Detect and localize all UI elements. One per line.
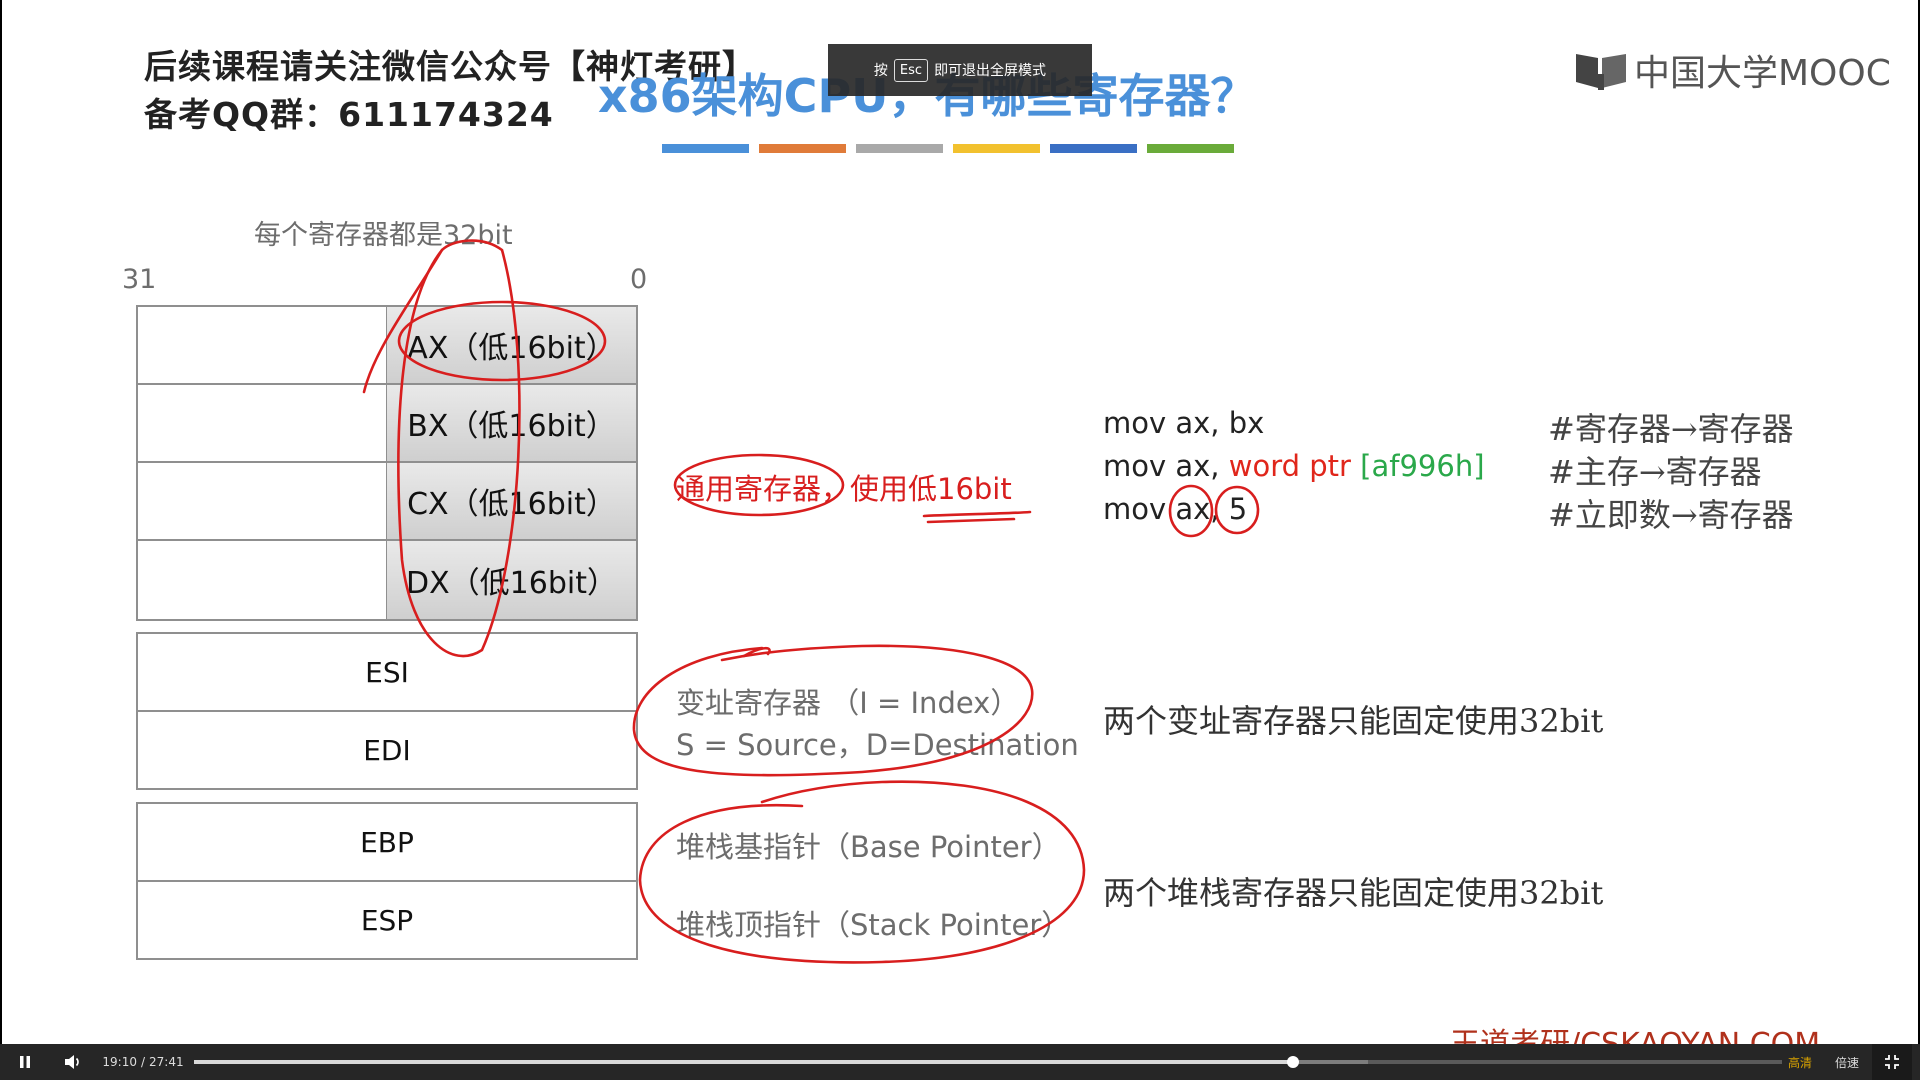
- register-cx: CX（低16bit）: [386, 462, 637, 540]
- title-color-bar: [662, 144, 1234, 153]
- player-control-bar: 19:10 / 27:41 高清 倍速: [0, 1044, 1920, 1080]
- code-keyword: word ptr: [1228, 449, 1361, 483]
- code-line-3: mov ax, 5: [1103, 492, 1247, 526]
- underline-annotation: [922, 510, 1032, 518]
- slide: 后续课程请关注微信公众号【神灯考研】 备考QQ群：611174324 x86架构…: [2, 0, 1918, 1044]
- time-display: 19:10 / 27:41: [100, 1044, 186, 1080]
- code-comment-2: #主存→寄存器: [1548, 453, 1762, 491]
- general-register-label: 通用寄存器，使用低16bit: [676, 472, 1012, 506]
- color-bar-segment: [953, 144, 1040, 153]
- stack-register-note: 两个堆栈寄存器只能固定使用32bit: [1103, 874, 1604, 912]
- register-esp: ESP: [136, 880, 638, 960]
- duration: 27:41: [149, 1055, 184, 1069]
- progress-handle[interactable]: [1287, 1056, 1299, 1068]
- exit-fullscreen-toast: 按 Esc 即可退出全屏模式: [828, 44, 1092, 96]
- general-label-circle-annotation: [673, 453, 845, 517]
- general-registers-loop-annotation: [397, 239, 521, 658]
- index-register-note: 两个变址寄存器只能固定使用32bit: [1103, 702, 1604, 740]
- index-register-meaning: S = Source，D=Destination: [676, 728, 1079, 762]
- register-ax: AX（低16bit）: [386, 306, 637, 384]
- color-bar-segment: [1050, 144, 1137, 153]
- color-bar-segment: [662, 144, 749, 153]
- volume-icon: [65, 1055, 79, 1069]
- volume-button[interactable]: [56, 1044, 90, 1080]
- stack-pointer-label: 堆栈顶指针（Stack Pointer）: [676, 908, 1071, 942]
- ax-circle-annotation: [397, 300, 607, 382]
- exit-fullscreen-icon: [1885, 1055, 1899, 1069]
- handwriting-annotations: [362, 239, 1260, 964]
- divider: [136, 383, 386, 385]
- mooc-book-icon: [1576, 54, 1626, 90]
- divider: [136, 461, 386, 463]
- register-bx: BX（低16bit）: [386, 384, 637, 462]
- code-address: [af996h]: [1360, 449, 1485, 483]
- color-bar-segment: [856, 144, 943, 153]
- register-edi: EDI: [136, 710, 638, 790]
- index-label-loop-annotation: [632, 644, 1034, 777]
- pause-icon: [20, 1056, 30, 1068]
- code-comment-3: #立即数→寄存器: [1548, 496, 1794, 534]
- quality-button[interactable]: 高清: [1787, 1055, 1812, 1070]
- code-text: mov ax, bx: [1103, 406, 1265, 440]
- toast-text-after: 即可退出全屏模式: [934, 63, 1047, 79]
- esc-key-badge: Esc: [893, 58, 929, 82]
- speed-button[interactable]: 倍速: [1834, 1055, 1859, 1070]
- divider: [136, 539, 386, 541]
- progress-fill: [194, 1060, 1293, 1064]
- pause-button[interactable]: [8, 1044, 42, 1080]
- ax-operand-circle-annotation: [1168, 484, 1214, 538]
- bit-width-note: 每个寄存器都是32bit: [254, 220, 513, 251]
- color-bar-segment: [1147, 144, 1234, 153]
- bit-high-label: 31: [122, 264, 157, 295]
- underline-annotation: [926, 517, 1016, 524]
- loop-tail-annotation: [362, 248, 444, 394]
- watermark-line-1: 后续课程请关注微信公众号【神灯考研】: [144, 47, 756, 86]
- loop-tick-annotation: [742, 646, 771, 658]
- code-line-2: mov ax, word ptr [af996h]: [1103, 449, 1485, 483]
- base-pointer-label: 堆栈基指针（Base Pointer）: [676, 830, 1061, 864]
- watermark-line-2: 备考QQ群：611174324: [144, 95, 554, 134]
- time-separator: /: [140, 1055, 146, 1069]
- immediate-operand-circle-annotation: [1214, 485, 1260, 535]
- progress-track[interactable]: [194, 1056, 1782, 1068]
- color-bar-segment: [759, 144, 846, 153]
- stack-label-loop-annotation: [638, 780, 1086, 964]
- mooc-logo-text: 中国大学MOOC: [1634, 53, 1891, 94]
- current-time: 19:10: [102, 1055, 137, 1069]
- code-text: mov ax,: [1103, 449, 1229, 483]
- index-register-label: 变址寄存器 （I = Index）: [676, 686, 1020, 720]
- code-line-1: mov ax, bx: [1103, 406, 1264, 440]
- mooc-logo: 中国大学MOOC: [1574, 44, 1891, 96]
- footer-watermark: 王道考研/CSKAOYAN.COM: [1450, 1030, 1820, 1045]
- exit-fullscreen-button[interactable]: [1872, 1044, 1912, 1080]
- toast-text-before: 按: [873, 63, 888, 79]
- code-text: mov ax, 5: [1103, 492, 1248, 526]
- code-comment-1: #寄存器→寄存器: [1548, 410, 1794, 448]
- bit-low-label: 0: [630, 264, 648, 295]
- register-dx: DX（低16bit）: [386, 540, 637, 620]
- register-ebp: EBP: [136, 802, 638, 882]
